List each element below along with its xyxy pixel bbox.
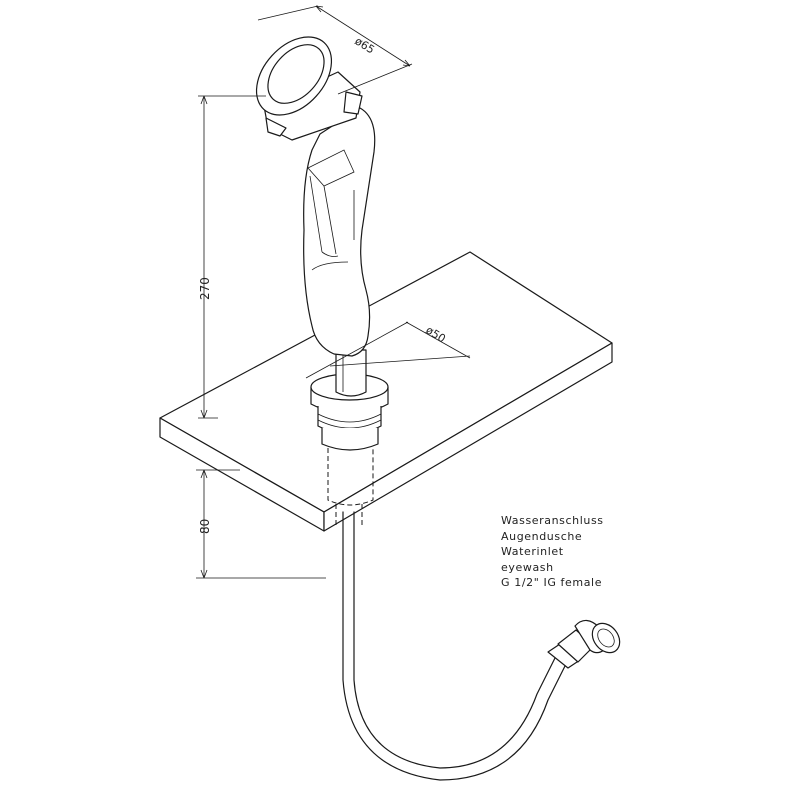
note-line: G 1/2" IG female (501, 576, 603, 589)
height-label: 270 (198, 277, 212, 300)
spray-head (255, 36, 363, 141)
note-line: eyewash (501, 560, 554, 574)
dimension-height: 270 (198, 95, 266, 419)
note-line: Waterinlet (501, 545, 564, 558)
riser-tube (335, 349, 367, 397)
water-inlet-note: Wasseranschluss Augendusche Waterinlet e… (501, 513, 604, 591)
hose-end-fitting (547, 619, 621, 669)
hidden-body-below-plate (327, 448, 374, 526)
hose (342, 511, 569, 781)
head-diameter-label: ø65 (352, 35, 376, 57)
note-line: Augendusche (501, 529, 583, 543)
dimension-depth: 80 (196, 469, 326, 579)
note-line: Wasseranschluss (501, 514, 604, 527)
handle-body (303, 107, 376, 357)
depth-label: 80 (198, 519, 212, 534)
